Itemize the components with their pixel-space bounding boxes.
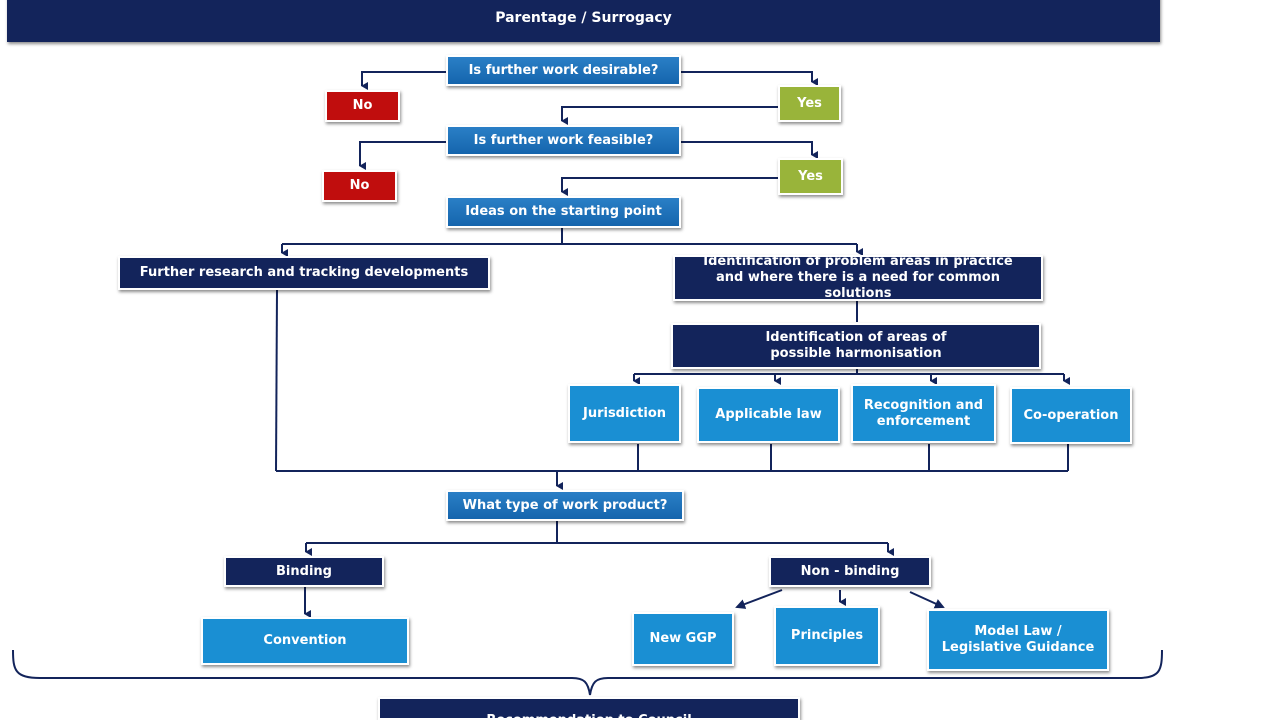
answer-yes-feasible: Yes bbox=[778, 158, 843, 195]
recommendation-box: Recommendation to Council bbox=[378, 697, 800, 720]
area-jurisdiction: Jurisdiction bbox=[568, 384, 681, 443]
further-research-box: Further research and tracking developmen… bbox=[118, 256, 490, 290]
page-title-text: Parentage / Surrogacy bbox=[495, 10, 672, 26]
option-new-ggp: New GGP bbox=[632, 612, 734, 666]
non-binding-box: Non - binding bbox=[769, 556, 931, 587]
area-co-operation: Co-operation bbox=[1010, 387, 1132, 444]
option-principles: Principles bbox=[774, 606, 880, 666]
harmonisation-box: Identification of areas of possible harm… bbox=[671, 323, 1041, 369]
area-recognition-enforcement: Recognition and enforcement bbox=[851, 384, 996, 443]
page-title: Parentage / Surrogacy bbox=[7, 0, 1160, 42]
question-feasible: Is further work feasible? bbox=[446, 125, 681, 156]
answer-no-feasible: No bbox=[322, 170, 397, 202]
convention-box: Convention bbox=[201, 617, 409, 665]
work-product-box: What type of work product? bbox=[446, 490, 684, 521]
starting-point-box: Ideas on the starting point bbox=[446, 196, 681, 228]
binding-box: Binding bbox=[224, 556, 384, 587]
problem-areas-box: Identification of problem areas in pract… bbox=[673, 254, 1043, 301]
answer-no-desirable: No bbox=[325, 90, 400, 122]
question-desirable: Is further work desirable? bbox=[446, 55, 681, 86]
area-applicable-law: Applicable law bbox=[697, 387, 840, 443]
option-model-law: Model Law / Legislative Guidance bbox=[927, 609, 1109, 671]
answer-yes-desirable: Yes bbox=[778, 85, 841, 122]
